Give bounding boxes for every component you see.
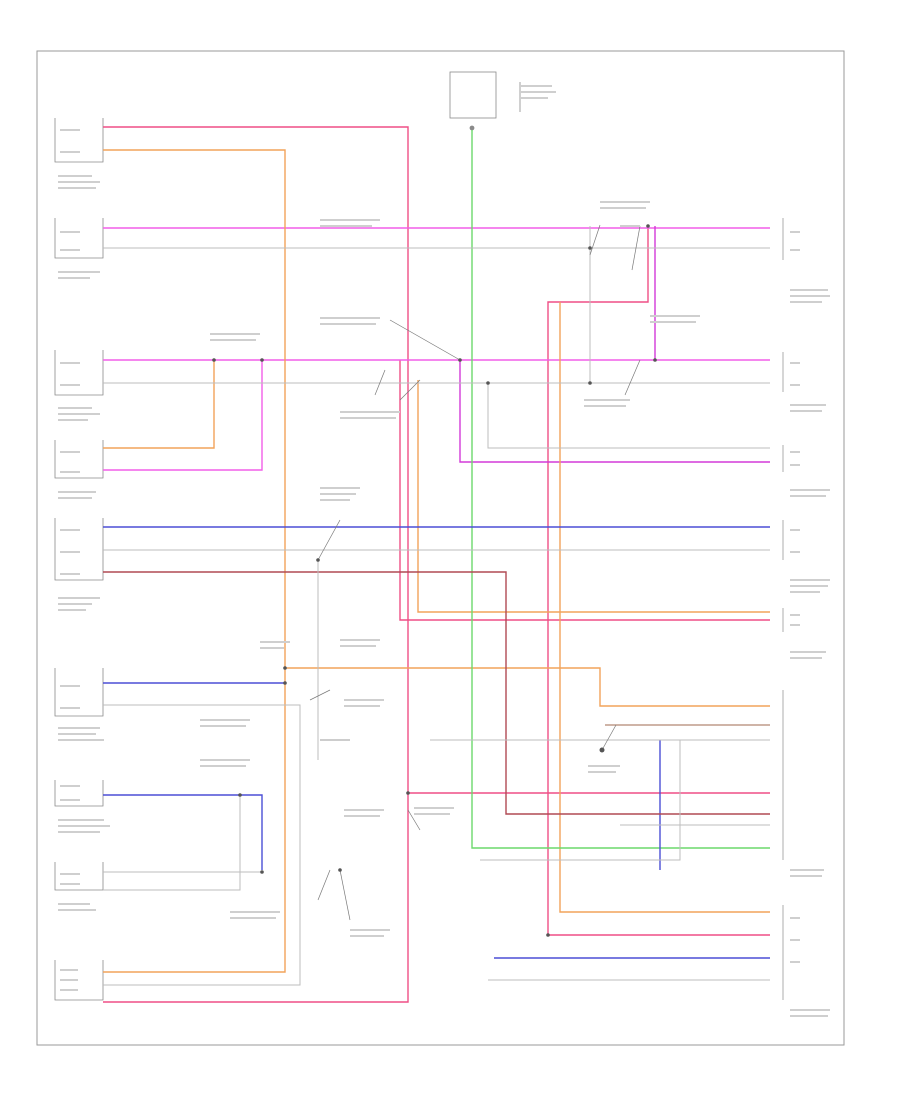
module-box-9 <box>54 960 104 1001</box>
module-box-4 <box>54 440 104 479</box>
wire-orange-1 <box>103 149 286 973</box>
wire-pink-inner <box>399 360 770 621</box>
wires <box>103 126 770 1003</box>
wire-orange-5 <box>417 380 770 613</box>
wire-green <box>471 130 770 849</box>
left-modules <box>54 118 104 1001</box>
splice-points <box>212 224 657 937</box>
module-box-2 <box>54 218 104 259</box>
module-box-3 <box>54 350 104 396</box>
wire-pink-main <box>103 126 409 1003</box>
diagram-frame <box>36 50 845 1046</box>
wire-gray-4 <box>103 704 301 986</box>
module-box-6 <box>54 668 104 717</box>
wires-gray <box>103 226 770 986</box>
wire-gray-7 <box>487 383 770 449</box>
wire-orange-2 <box>103 360 215 449</box>
wire-magenta-3 <box>103 360 263 471</box>
wire-violet-1 <box>459 360 770 463</box>
wire-pink-right-loop <box>547 226 649 935</box>
wire-gray-13 <box>480 740 681 861</box>
module-box-5 <box>54 518 104 581</box>
fuse-block <box>449 71 521 131</box>
module-box-7 <box>54 780 104 807</box>
callout-leaders <box>309 224 641 921</box>
module-box-1 <box>54 118 104 163</box>
wire-darkred-1 <box>103 571 770 815</box>
wire-orange-4 <box>559 302 770 913</box>
wire-orange-3 <box>285 667 770 707</box>
module-box-8 <box>54 862 104 891</box>
illegible-label-marks <box>58 85 830 1017</box>
wire-gray-6 <box>103 795 241 891</box>
wire-blue-3 <box>103 794 263 870</box>
